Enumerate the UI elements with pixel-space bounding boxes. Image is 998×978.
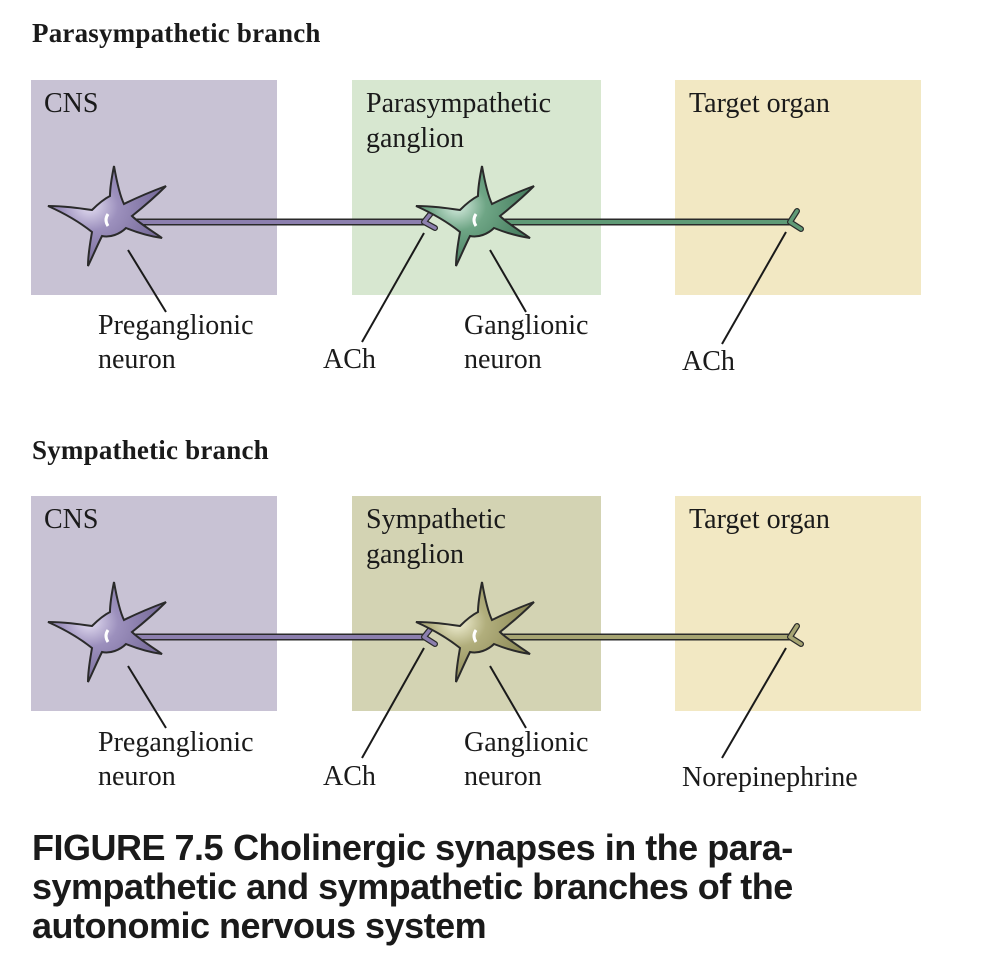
ganglion-label-line1: Sympathetic: [366, 504, 506, 535]
target-organ-label: Target organ: [689, 88, 830, 119]
leader-line: [127, 665, 167, 729]
preganglionic-axon: [130, 624, 438, 647]
caption-text: Cholinergic synapses in the para-: [233, 827, 793, 868]
synapse2-label: Norepinephrine: [682, 762, 858, 793]
preganglionic-axon: [130, 209, 438, 231]
cns-label: CNS: [44, 88, 99, 119]
label-line1: Ganglionic: [464, 310, 589, 341]
panel-title: Parasympathetic branch: [32, 18, 321, 48]
ganglionic-axon: [500, 623, 804, 647]
ganglionic-neuron-body: [415, 165, 535, 267]
target-organ-label: Target organ: [689, 504, 830, 535]
label-line2: neuron: [98, 344, 176, 375]
label-line1: Ganglionic: [464, 727, 589, 758]
preganglionic-neuron-body: [47, 581, 167, 683]
caption-line2: sympathetic and sympathetic branches of …: [32, 866, 793, 907]
leader-line: [489, 665, 527, 729]
label-line2: neuron: [464, 344, 542, 375]
leader-line: [721, 231, 787, 345]
ganglionic-axon: [500, 208, 804, 232]
preganglionic-neuron-label: Preganglionic neuron: [98, 726, 254, 794]
target-organ-box: [675, 80, 921, 295]
leader-line: [361, 232, 425, 343]
preganglionic-neuron-body: [47, 165, 167, 267]
leader-line: [361, 647, 425, 759]
figure-number: FIGURE 7.5: [32, 827, 224, 868]
leader-line: [721, 647, 787, 759]
ganglion-label: Sympathetic ganglion: [366, 502, 506, 572]
ganglion-box: [352, 80, 601, 295]
ganglion-box: [352, 496, 601, 711]
ganglion-label-line2: ganglion: [366, 123, 464, 154]
ganglion-label-line2: ganglion: [366, 539, 464, 570]
preganglionic-neuron-label: Preganglionic neuron: [98, 309, 254, 377]
ganglion-label-line1: Parasympathetic: [366, 88, 552, 119]
cns-box: [31, 496, 277, 711]
label-line2: neuron: [98, 761, 176, 792]
ganglionic-neuron-label: Ganglionic neuron: [464, 726, 588, 794]
synapse2-label: ACh: [682, 346, 735, 377]
ganglionic-neuron-label: Ganglionic neuron: [464, 309, 588, 377]
ganglion-label: Parasympathetic ganglion: [366, 86, 551, 156]
ganglionic-neuron-body: [415, 581, 535, 683]
panel-title: Sympathetic branch: [32, 435, 269, 465]
cns-label: CNS: [44, 504, 99, 535]
synapse1-label: ACh: [323, 344, 376, 375]
leader-line: [489, 249, 527, 313]
target-organ-box: [675, 496, 921, 711]
caption-line3: autonomic nervous system: [32, 905, 487, 946]
label-line1: Preganglionic: [98, 310, 254, 341]
label-line1: Preganglionic: [98, 727, 254, 758]
leader-line: [127, 249, 167, 313]
synapse1-label: ACh: [323, 761, 376, 792]
label-line2: neuron: [464, 761, 542, 792]
cns-box: [31, 80, 277, 295]
